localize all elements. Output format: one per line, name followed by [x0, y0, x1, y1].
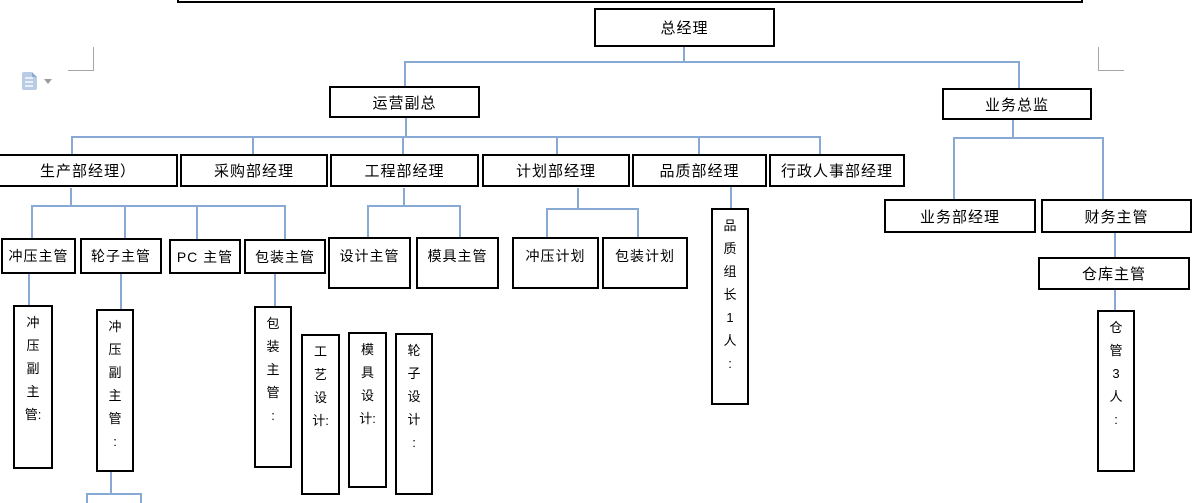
- node-stamping-deputy-2[interactable]: 冲压副主管:: [96, 309, 134, 472]
- connector-bottom-left-drop: [86, 493, 88, 503]
- connector-biz-horizontal: [953, 137, 1104, 139]
- connector-deputy2-down: [110, 472, 112, 495]
- node-process-design[interactable]: 工艺设计:: [301, 334, 340, 495]
- connector-to-design-sup: [367, 205, 369, 237]
- connector-to-finance: [1102, 137, 1104, 199]
- connector-bottom-right-drop: [140, 493, 142, 503]
- node-business-director[interactable]: 业务总监: [942, 88, 1092, 120]
- connector-stamping-deputy1: [28, 274, 30, 305]
- node-quality-leader[interactable]: 品质组长1人:: [711, 208, 749, 405]
- connector-to-engineering: [402, 136, 404, 154]
- crop-mark-top-left-horizontal: [68, 70, 94, 71]
- connector-to-quality: [698, 136, 700, 154]
- node-packaging-planning[interactable]: 包装计划: [602, 237, 688, 289]
- node-operations-vp[interactable]: 运营副总: [329, 86, 480, 118]
- node-engineering-manager[interactable]: 工程部经理: [330, 154, 479, 187]
- connector-managers-horizontal: [71, 136, 821, 138]
- node-warehouse-keeper[interactable]: 仓管3人:: [1097, 310, 1135, 472]
- connector-to-ops-vp: [404, 61, 406, 86]
- connector-plans-horizontal: [546, 208, 638, 210]
- node-quality-manager[interactable]: 品质部经理: [632, 154, 767, 187]
- connector-to-planning: [556, 136, 558, 154]
- connector-engineering-down: [403, 188, 405, 206]
- node-stamping-planning[interactable]: 冲压计划: [512, 237, 599, 289]
- connector-to-mold-sup: [459, 205, 461, 237]
- connector-to-wheel-sup: [124, 205, 126, 238]
- node-wheel-supervisor[interactable]: 轮子主管: [80, 238, 162, 274]
- node-business-dept-manager[interactable]: 业务部经理: [884, 199, 1036, 233]
- connector-to-packaging-plan: [637, 208, 639, 237]
- connector-to-stamping-sup: [31, 205, 33, 238]
- connector-supervisors-horizontal: [31, 205, 286, 207]
- page-fold-icon: [32, 72, 37, 77]
- node-stamping-supervisor[interactable]: 冲压主管: [1, 238, 76, 274]
- node-pc-supervisor[interactable]: PC 主管: [169, 239, 241, 274]
- crop-mark-top-left-vertical: [93, 47, 94, 71]
- crop-mark-top-right-vertical: [1098, 47, 1099, 71]
- connector-to-purchasing: [252, 136, 254, 154]
- connector-warehouse-keeper: [1114, 290, 1116, 310]
- connector-stamping-deputy2: [120, 274, 122, 309]
- node-packaging-supervisor-detail[interactable]: 包装主管:: [254, 306, 292, 468]
- node-general-manager[interactable]: 总经理: [594, 8, 775, 47]
- connector-bottom-horizontal: [86, 493, 142, 495]
- connector-quality-leader: [730, 187, 732, 208]
- connector-gm-down: [683, 47, 685, 63]
- node-warehouse-supervisor[interactable]: 仓库主管: [1038, 257, 1190, 290]
- connector-to-biz-director: [1018, 61, 1020, 88]
- dropdown-arrow-icon: [44, 79, 52, 84]
- node-wheel-design[interactable]: 轮子设计:: [395, 333, 433, 495]
- connector-to-pc-sup: [196, 205, 198, 239]
- connector-level2-horizontal: [404, 61, 1020, 63]
- node-admin-hr-manager[interactable]: 行政人事部经理: [769, 154, 905, 187]
- connector-to-stamping-plan: [546, 208, 548, 237]
- connector-production-down: [70, 188, 72, 206]
- paste-options-button[interactable]: [18, 68, 54, 94]
- node-planning-manager[interactable]: 计划部经理: [482, 154, 630, 187]
- connector-design-horizontal: [367, 205, 461, 207]
- connector-finance-warehouse: [1114, 233, 1116, 257]
- clipboard-icon: [22, 72, 37, 90]
- connector-packaging-v: [274, 274, 276, 306]
- node-packaging-supervisor[interactable]: 包装主管: [244, 239, 326, 274]
- connector-to-biz-dept: [953, 137, 955, 199]
- connector-to-production: [71, 136, 73, 154]
- node-mold-supervisor[interactable]: 模具主管: [416, 237, 499, 289]
- crop-mark-top-right-horizontal: [1098, 70, 1124, 71]
- connector-to-admin-hr: [819, 136, 821, 154]
- node-stamping-deputy-1[interactable]: 冲压副主管:: [13, 305, 53, 469]
- cutoff-textbox-top[interactable]: [177, 0, 1083, 3]
- connector-bizdirector-down: [1012, 120, 1014, 138]
- connector-to-packaging-sup: [284, 205, 286, 239]
- connector-planning-down: [577, 188, 579, 209]
- node-purchasing-manager[interactable]: 采购部经理: [180, 154, 328, 187]
- node-mold-design[interactable]: 模具设计:: [348, 332, 387, 488]
- node-finance-supervisor[interactable]: 财务主管: [1041, 199, 1192, 233]
- node-design-supervisor[interactable]: 设计主管: [328, 237, 411, 289]
- connector-opsvp-down: [405, 118, 407, 137]
- node-production-manager[interactable]: 生产部经理）: [0, 154, 178, 187]
